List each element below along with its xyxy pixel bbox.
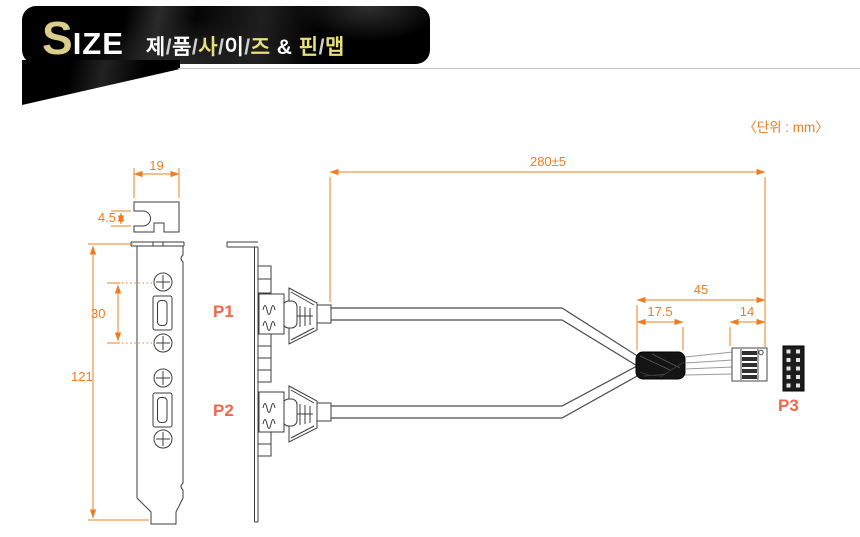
dim-label-cable-length: 280±5	[530, 154, 566, 169]
y-cable	[331, 307, 640, 419]
dim-label-sleeve-length: 17.5	[647, 304, 672, 319]
dim-cable-length: 280±5	[329, 154, 766, 347]
units-note: 〈단위 : mm〉	[743, 120, 829, 135]
dim-label-bracket-height: 121	[71, 369, 93, 384]
subtitle-seg: 제	[145, 36, 166, 59]
dim-label-tab-width: 19	[149, 158, 163, 173]
dim-tab-slot: 4.5	[98, 210, 131, 227]
header-rule	[178, 68, 860, 69]
header-banner: SIZE 제/품/사/이/즈 & 핀/맵	[22, 6, 430, 64]
subtitle-seg: 즈	[250, 36, 271, 59]
subtitle-seg: /	[218, 36, 225, 59]
brand-rest: IZE	[72, 26, 124, 61]
brand-logo: SIZE	[42, 15, 124, 62]
subtitle-seg: 사	[198, 36, 219, 59]
usb-port-front	[152, 295, 173, 428]
dim-label-tab-slot: 4.5	[98, 210, 116, 225]
subtitle-seg: /	[244, 36, 251, 59]
subtitle-seg: &	[270, 36, 299, 59]
bracket-side-view	[226, 241, 332, 523]
pin-header-label: P3	[778, 396, 799, 415]
bracket-front-view	[130, 241, 185, 525]
dim-port-spacing: 30	[91, 282, 152, 344]
braided-sleeve	[635, 351, 686, 380]
usb-plug-side-p1	[258, 287, 332, 345]
dim-sleeve-length: 17.5	[636, 304, 684, 350]
dim-bracket-height: 121	[71, 243, 149, 521]
subtitle-seg: 맵	[324, 36, 345, 59]
subtitle-seg: /	[318, 36, 325, 59]
dim-tail-length: 45	[636, 282, 766, 350]
dim-label-tail-length: 45	[694, 282, 708, 297]
pin-header-side	[731, 347, 768, 382]
subtitle-seg: /	[165, 36, 173, 59]
pin-header-front	[782, 345, 805, 392]
header-wires	[684, 351, 734, 376]
subtitle-seg: 품	[172, 36, 192, 59]
header-subtitle: 제/품/사/이/즈 & 핀/맵	[146, 31, 345, 61]
subtitle-seg: /	[191, 36, 199, 59]
dim-connector-length: 14	[729, 304, 766, 346]
subtitle-seg: 이	[224, 36, 245, 59]
port2-label: P2	[213, 401, 234, 420]
subtitle-seg: 핀	[298, 36, 319, 59]
bracket-tab-detail	[133, 201, 180, 233]
port1-label: P1	[213, 302, 234, 321]
screw-icon	[153, 272, 173, 449]
dim-tab-width: 19	[133, 158, 180, 198]
dim-label-connector-length: 14	[740, 304, 754, 319]
usb-plug-side-p2	[258, 385, 332, 443]
brand-initial: S	[42, 12, 73, 64]
